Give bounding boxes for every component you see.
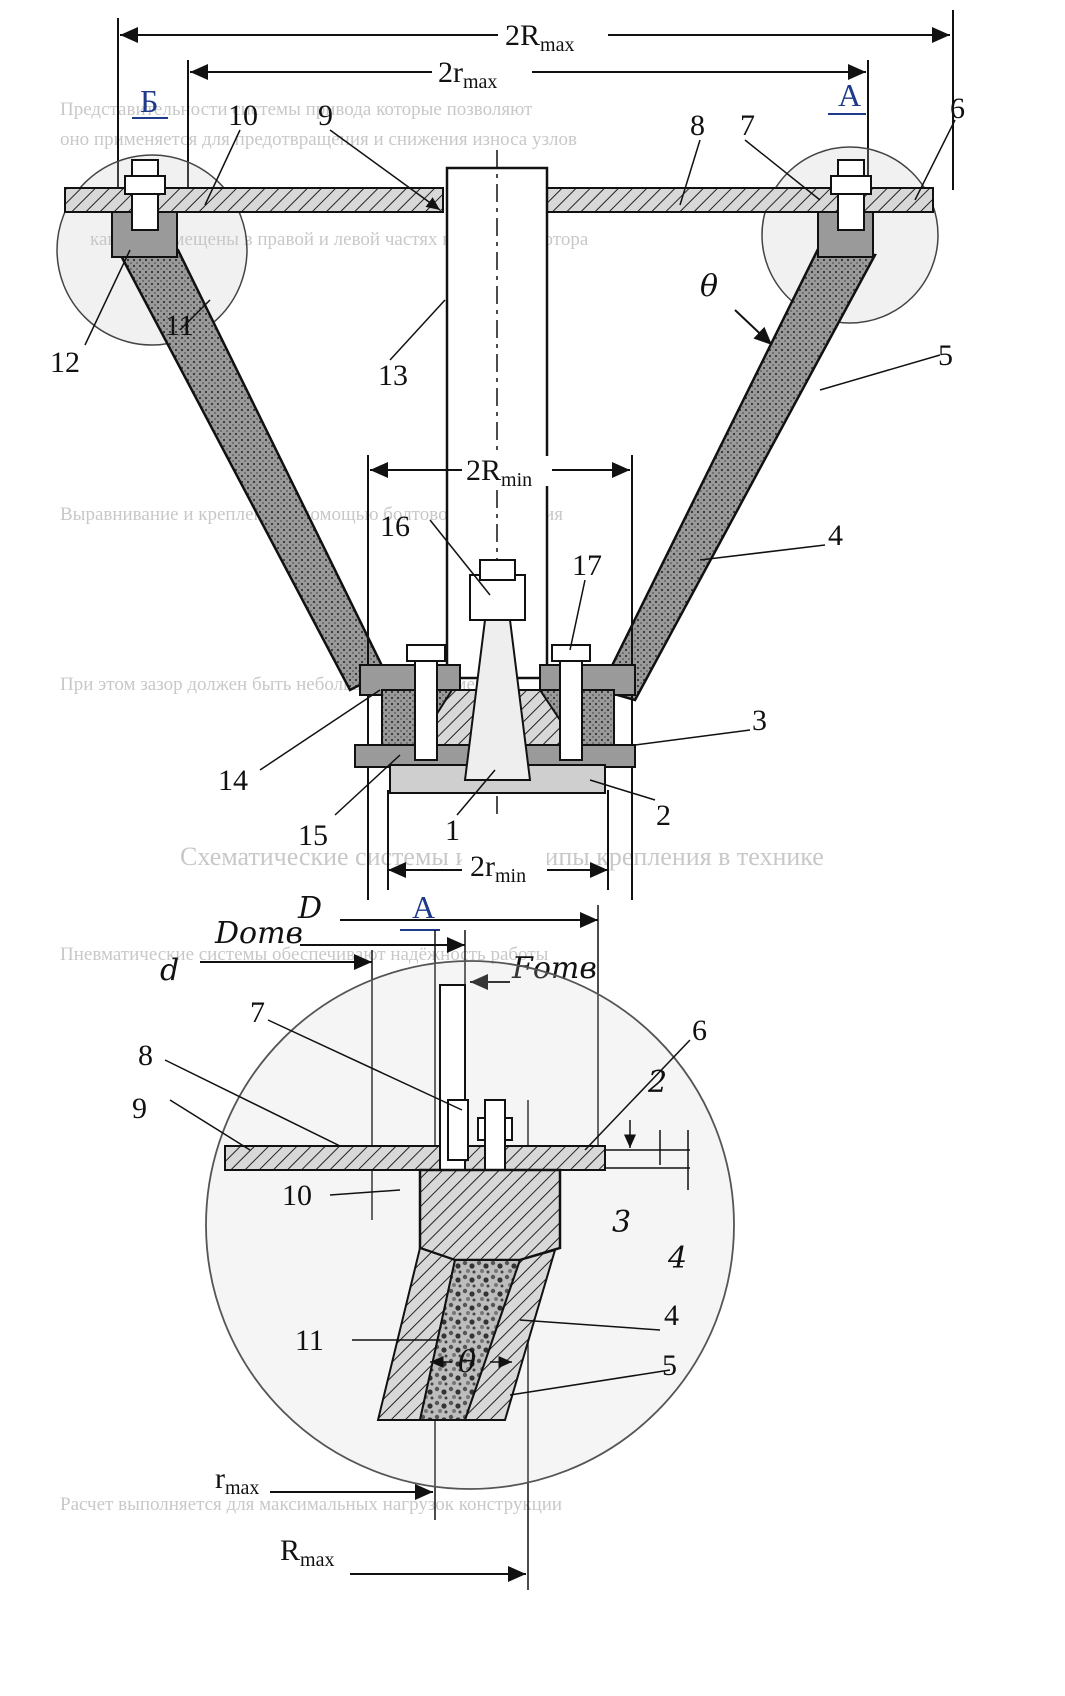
part-3: 3 <box>752 704 767 737</box>
detail-part-2: 2 <box>647 1065 667 1100</box>
main-assembly: 2Rmax 2rmax Б А <box>50 10 965 900</box>
detail-part-6: 6 <box>692 1014 707 1047</box>
dim-2Rmin: 2Rmin <box>466 454 532 491</box>
dim-rmax: rmax <box>215 1462 259 1499</box>
detail-part-11: 11 <box>295 1324 324 1357</box>
part-9: 9 <box>318 99 333 132</box>
part-13: 13 <box>378 359 408 392</box>
detail-part-7: 7 <box>250 996 265 1029</box>
detail-part-8: 8 <box>138 1039 153 1072</box>
bg-line-7: Расчет выполняется для максимальных нагр… <box>60 1494 562 1515</box>
section-mark-b: Б <box>140 83 158 119</box>
dim-Rmax: Rmax <box>280 1534 334 1571</box>
shaft-end <box>463 619 532 781</box>
left-arm <box>115 248 387 692</box>
part-5: 5 <box>938 339 953 372</box>
part-1: 1 <box>445 814 460 847</box>
dim-2Rmax: 2Rmax <box>505 19 574 56</box>
hub-bolt-left <box>414 649 438 761</box>
part-8: 8 <box>690 109 705 142</box>
dim-Fotv: Fотв <box>511 951 597 986</box>
left-plate <box>64 187 444 213</box>
detail-part-4: 4 <box>664 1299 679 1332</box>
detail-part-4-hand: 4 <box>667 1241 687 1276</box>
center-nut <box>469 574 526 621</box>
detail-part-3: 3 <box>612 1205 631 1240</box>
detail-a: А D Dотв d Fотв <box>132 889 735 1590</box>
theta-detail: θ <box>458 1345 476 1380</box>
bg-line-1: Представительности системы привода котор… <box>60 99 533 120</box>
detail-part-5: 5 <box>662 1349 677 1382</box>
dim-2rmin: 2rmin <box>470 850 526 887</box>
detail-arm-right-wall <box>463 1248 557 1421</box>
detail-title: А <box>412 889 435 925</box>
detail-part-10: 10 <box>282 1179 312 1212</box>
dim-2rmax: 2rmax <box>438 56 497 93</box>
part-12: 12 <box>50 346 80 379</box>
bg-line-2: оно применяется для предотвращения и сни… <box>60 129 577 150</box>
part-6: 6 <box>950 92 965 125</box>
section-mark-a: А <box>838 77 861 113</box>
bg-line-6: Пневматические системы обеспечивают надё… <box>60 944 549 965</box>
part-7: 7 <box>740 109 755 142</box>
detail-plate <box>224 1145 606 1171</box>
part-15: 15 <box>298 819 328 852</box>
part-14: 14 <box>218 764 248 797</box>
part-10: 10 <box>228 99 258 132</box>
part-2: 2 <box>656 799 671 832</box>
part-16: 16 <box>380 510 410 543</box>
dim-d: d <box>160 953 179 988</box>
detail-part-9: 9 <box>132 1092 147 1125</box>
dim-Dotv: Dотв <box>214 916 303 951</box>
main-part-labels <box>84 119 956 816</box>
hub-bolt-right <box>559 649 583 761</box>
bg-line-4: Выравнивание и крепление с помощью болто… <box>60 504 563 525</box>
dim-D: D <box>297 891 322 926</box>
part-17: 17 <box>572 549 602 582</box>
detail-clamp <box>418 1168 562 1262</box>
right-plate <box>544 187 934 213</box>
part-11: 11 <box>165 309 194 342</box>
part-4: 4 <box>828 519 843 552</box>
theta-main: θ <box>700 269 718 304</box>
